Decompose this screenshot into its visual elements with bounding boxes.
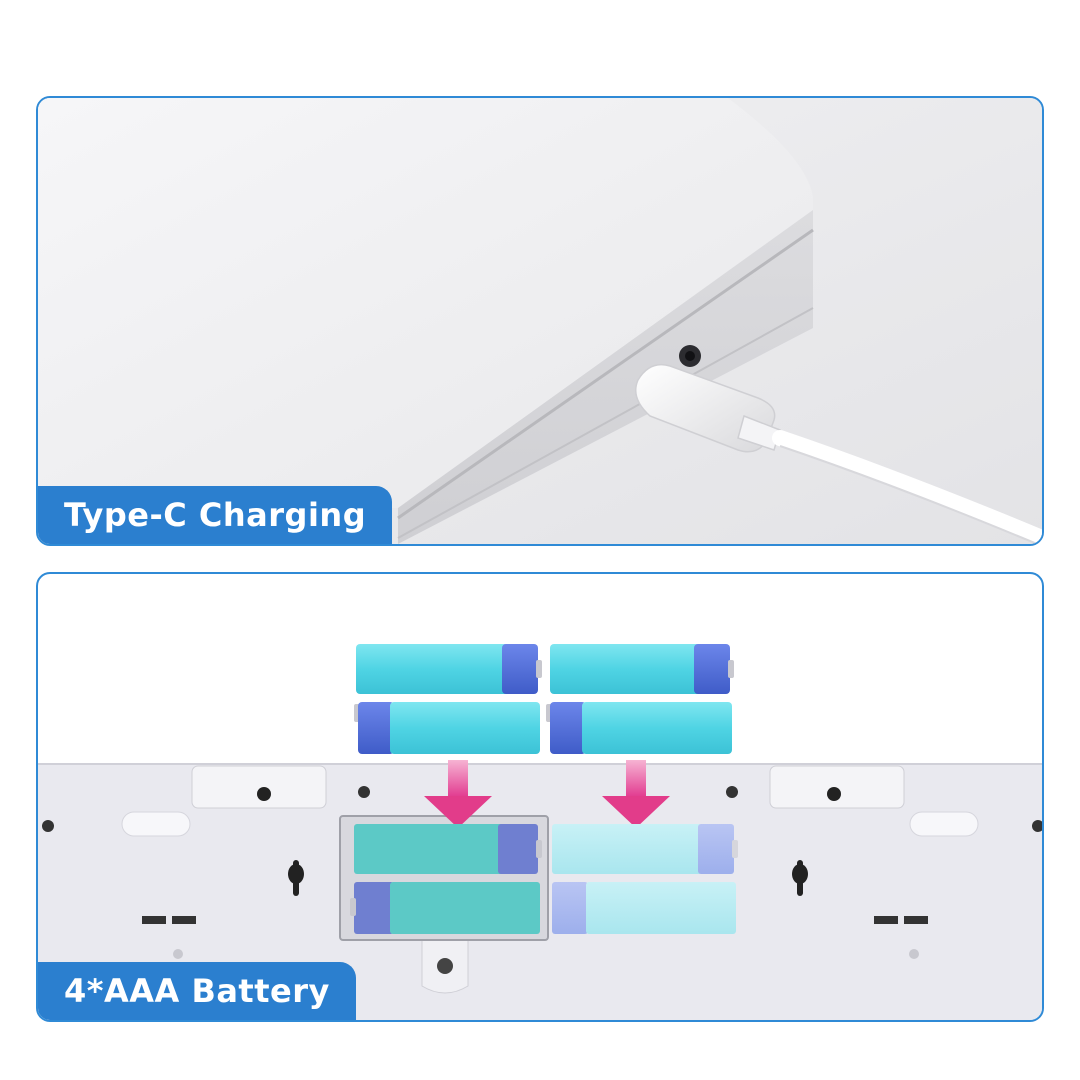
hinge-right [769, 765, 905, 809]
battery-loose-3 [354, 702, 540, 754]
type-c-charging-panel: Type-C Charging [36, 96, 1044, 546]
battery-loose-2 [550, 644, 734, 694]
battery-loose-1 [356, 644, 542, 694]
battery-illustration [38, 644, 1042, 1020]
battery-placed-3 [552, 824, 738, 874]
battery-installed-1 [354, 824, 542, 874]
charging-illustration [38, 98, 1042, 544]
cable [772, 430, 1042, 544]
device-lid [38, 98, 813, 508]
type-c-charging-label: Type-C Charging [38, 486, 393, 544]
aaa-battery-label: 4*AAA Battery [38, 962, 356, 1020]
device-side [398, 210, 813, 544]
battery-installed-2 [350, 882, 540, 934]
insert-arrow-right [602, 760, 670, 828]
battery-loose-4 [546, 702, 732, 754]
insert-arrow-left [424, 760, 492, 828]
aaa-battery-panel: 4*AAA Battery [36, 572, 1044, 1022]
battery-placed-4 [552, 882, 736, 934]
hinge-left [191, 765, 327, 809]
